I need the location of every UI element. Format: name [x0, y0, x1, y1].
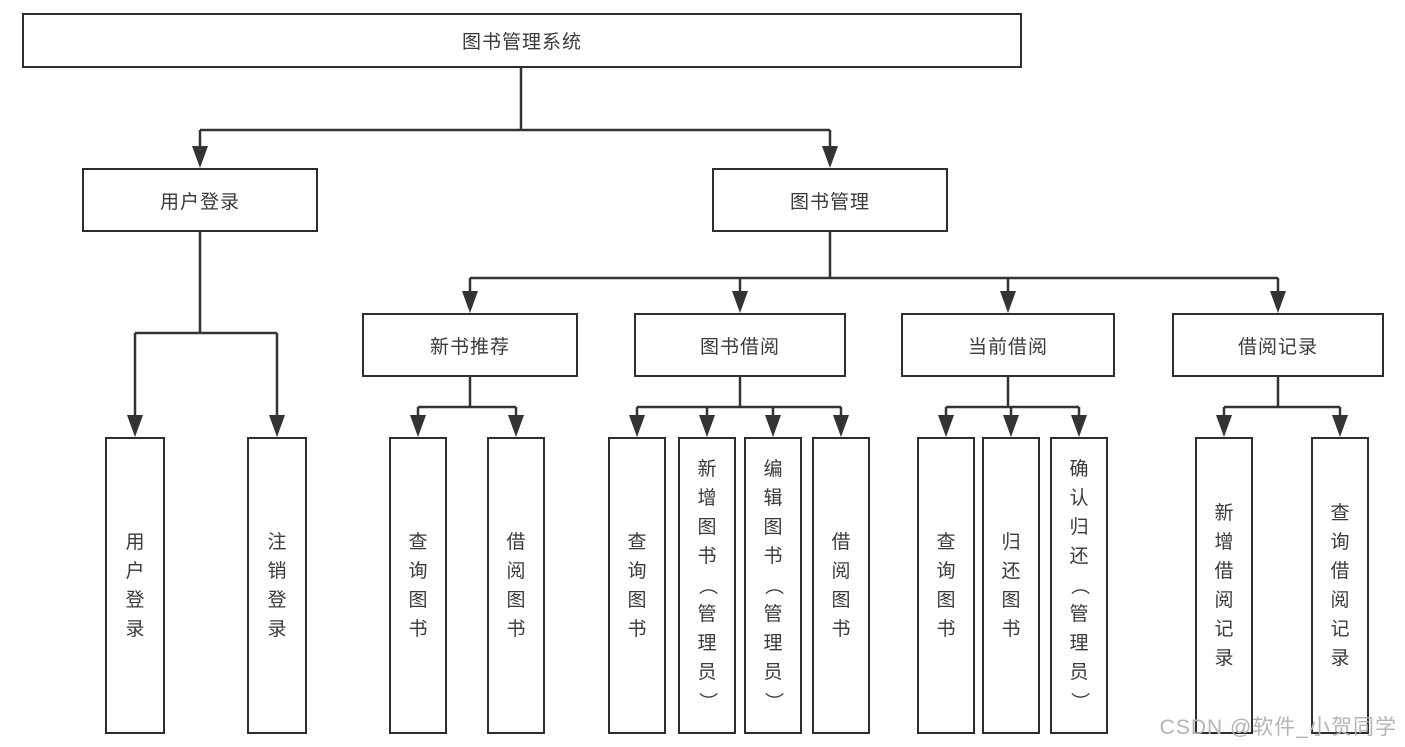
leaf-logout: 注销登录 [247, 437, 307, 734]
leaf-confirm-return-admin: 确认归还（管理员） [1050, 437, 1108, 734]
leaf-borrowing-borrow-books-label: 借阅图书 [831, 531, 851, 640]
leaf-borrowing-query-books-label: 查询图书 [627, 531, 647, 640]
node-new-book-recommend-label: 新书推荐 [429, 336, 510, 358]
leaf-return-books: 归还图书 [982, 437, 1040, 734]
node-borrowing-records: 借阅记录 [1172, 313, 1384, 377]
node-book-management: 图书管理 [712, 168, 948, 232]
node-new-book-recommend: 新书推荐 [362, 313, 578, 377]
leaf-user-login-label: 用户登录 [125, 531, 145, 640]
node-current-borrowing: 当前借阅 [901, 313, 1115, 377]
leaf-recommend-query-books: 查询图书 [389, 437, 447, 734]
leaf-borrowing-query-books: 查询图书 [608, 437, 666, 734]
node-borrowing-records-label: 借阅记录 [1237, 336, 1318, 358]
node-book-borrowing-label: 图书借阅 [699, 336, 780, 358]
leaf-add-book-admin: 新增图书（管理员） [678, 437, 736, 734]
leaf-edit-book-admin-label: 编辑图书（管理员） [762, 459, 784, 711]
node-user-login: 用户登录 [82, 168, 318, 232]
leaf-recommend-borrow-books: 借阅图书 [487, 437, 545, 734]
leaf-add-borrow-record-label: 新增借阅记录 [1214, 502, 1234, 669]
leaf-user-login: 用户登录 [105, 437, 165, 734]
node-root-label: 图书管理系统 [461, 32, 582, 53]
node-root: 图书管理系统 [22, 13, 1022, 68]
csdn-watermark: CSDN @软件_小贺同学 [1159, 716, 1397, 739]
leaf-logout-label: 注销登录 [267, 531, 287, 640]
leaf-query-borrow-record-label: 查询借阅记录 [1330, 502, 1350, 669]
leaf-add-borrow-record: 新增借阅记录 [1195, 437, 1253, 734]
node-book-management-label: 图书管理 [789, 191, 870, 213]
leaf-current-query-books: 查询图书 [917, 437, 975, 734]
leaf-return-books-label: 归还图书 [1001, 531, 1021, 640]
leaf-borrowing-borrow-books: 借阅图书 [812, 437, 870, 734]
node-current-borrowing-label: 当前借阅 [967, 336, 1048, 358]
node-user-login-label: 用户登录 [159, 191, 240, 213]
leaf-recommend-query-books-label: 查询图书 [408, 531, 428, 640]
leaf-query-borrow-record: 查询借阅记录 [1311, 437, 1369, 734]
node-book-borrowing: 图书借阅 [634, 313, 846, 377]
leaf-confirm-return-admin-label: 确认归还（管理员） [1068, 459, 1090, 711]
leaf-recommend-borrow-books-label: 借阅图书 [506, 531, 526, 640]
leaf-current-query-books-label: 查询图书 [936, 531, 956, 640]
leaf-add-book-admin-label: 新增图书（管理员） [696, 459, 718, 711]
leaf-edit-book-admin: 编辑图书（管理员） [744, 437, 802, 734]
